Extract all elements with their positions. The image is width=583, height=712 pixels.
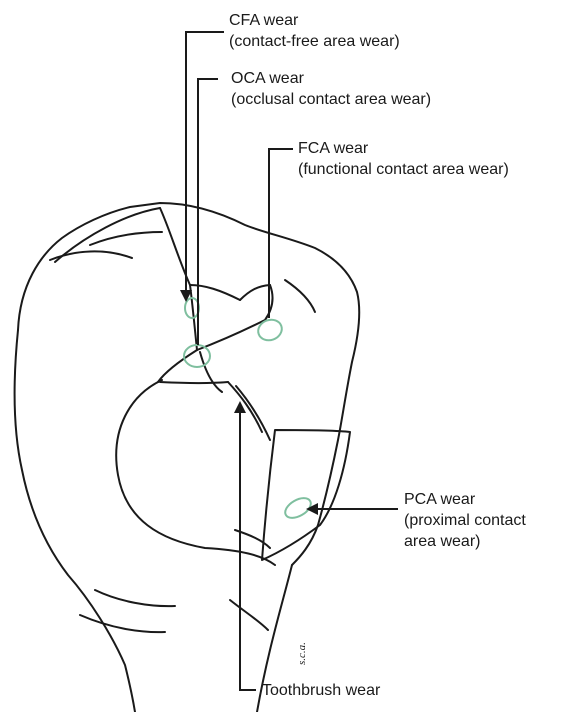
cfa-leader: [186, 32, 224, 295]
fca-marker: [255, 316, 284, 343]
pca-label-desc-2: area wear): [404, 531, 526, 552]
lingual-line-1: [200, 352, 222, 392]
cusp-groove: [240, 285, 270, 300]
cusp-mid: [90, 232, 162, 245]
cfa-label: CFA wear (contact-free area wear): [229, 10, 400, 52]
fissure-right: [197, 285, 272, 350]
oca-label-desc: (occlusal contact area wear): [231, 89, 431, 110]
cervical-line-2: [80, 615, 165, 632]
cusp-right: [285, 280, 315, 312]
fca-label-desc: (functional contact area wear): [298, 159, 509, 180]
central-fissure: [160, 208, 197, 350]
toothbrush-leader: [240, 408, 256, 690]
toothbrush-label-title: Toothbrush wear: [262, 680, 380, 701]
cervical-line: [95, 590, 175, 606]
oca-label-title: OCA wear: [231, 68, 431, 89]
signature: s.c.a.: [296, 642, 308, 665]
pca-label-title: PCA wear: [404, 489, 526, 510]
lingual-line-2: [160, 382, 228, 383]
cusp-left: [50, 251, 132, 260]
toothbrush-groove-a: [228, 382, 262, 432]
pca-label-desc-1: (proximal contact: [404, 510, 526, 531]
pca-label: PCA wear (proximal contact area wear): [404, 489, 526, 552]
pca-arrowhead: [306, 503, 318, 515]
cfa-label-desc: (contact-free area wear): [229, 31, 400, 52]
root-outline-left: [15, 330, 135, 712]
fca-label-title: FCA wear: [298, 138, 509, 159]
root-mark-2: [230, 600, 268, 630]
cfa-arrowhead: [180, 290, 192, 302]
toothbrush-label: Toothbrush wear: [262, 680, 380, 701]
cfa-label-title: CFA wear: [229, 10, 400, 31]
oca-label: OCA wear (occlusal contact area wear): [231, 68, 431, 110]
fca-label: FCA wear (functional contact area wear): [298, 138, 509, 180]
